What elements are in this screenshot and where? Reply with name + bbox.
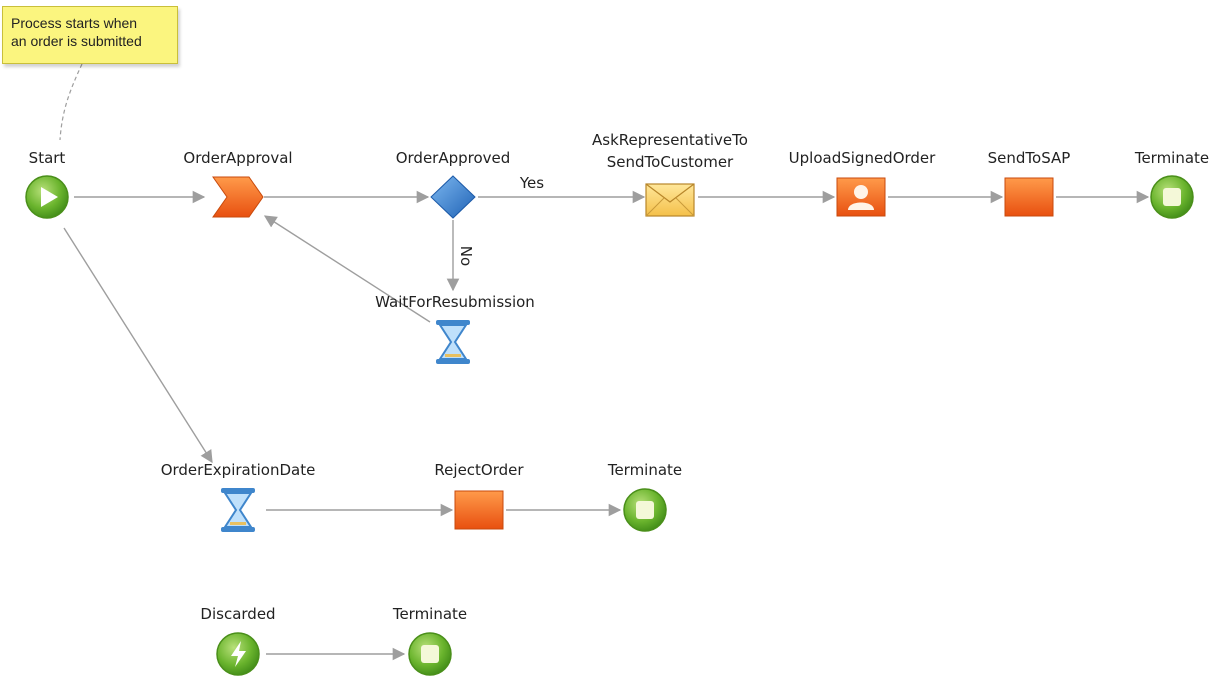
order-approved-gateway-icon[interactable] — [430, 175, 476, 219]
send-to-sap-label: SendToSAP — [987, 149, 1071, 167]
lightning-event-icon[interactable] — [216, 632, 260, 676]
wait-for-resubmission-label: WaitForResubmission — [375, 293, 535, 311]
annotation-note[interactable]: Process starts when an order is submitte… — [2, 6, 178, 64]
note-line-2: an order is submitted — [11, 33, 142, 49]
chevron-task-icon — [212, 176, 264, 218]
note-line-1: Process starts when — [11, 15, 138, 31]
terminate-label: Terminate — [607, 461, 683, 479]
edge-start-expiration[interactable] — [63, 227, 213, 464]
envelope-icon[interactable] — [645, 183, 695, 217]
user-task-icon[interactable] — [836, 177, 886, 217]
terminate-label: Terminate — [392, 605, 468, 623]
reject-order-task-icon[interactable] — [454, 490, 504, 530]
hourglass-icon[interactable] — [436, 320, 470, 364]
send-to-sap-task-icon[interactable] — [1004, 177, 1054, 217]
order-expiration-date-label: OrderExpirationDate — [160, 461, 316, 479]
connectors — [63, 190, 1150, 661]
order-approval-label: OrderApproval — [183, 149, 293, 167]
yes-edge-label: Yes — [519, 174, 545, 192]
reject-order-label: RejectOrder — [434, 461, 524, 479]
note-association-line — [59, 63, 83, 141]
order-approved-label: OrderApproved — [395, 149, 511, 167]
no-edge-label: No — [457, 245, 475, 267]
hourglass-icon[interactable] — [221, 488, 255, 532]
ask-representative-label-line2: SendToCustomer — [606, 153, 734, 171]
upload-signed-order-label: UploadSignedOrder — [788, 149, 936, 167]
start-label: Start — [28, 149, 66, 167]
order-approval-node[interactable] — [212, 176, 264, 218]
terminate-label: Terminate — [1134, 149, 1210, 167]
ask-representative-label-line1: AskRepresentativeTo — [592, 131, 748, 149]
terminate-event-icon[interactable] — [408, 632, 452, 676]
discarded-label: Discarded — [200, 605, 276, 623]
start-event-icon[interactable] — [25, 175, 69, 219]
terminate-event-icon[interactable] — [623, 488, 667, 532]
terminate-event-icon[interactable] — [1150, 175, 1194, 219]
edge-wait-orderapproval[interactable] — [263, 215, 431, 323]
